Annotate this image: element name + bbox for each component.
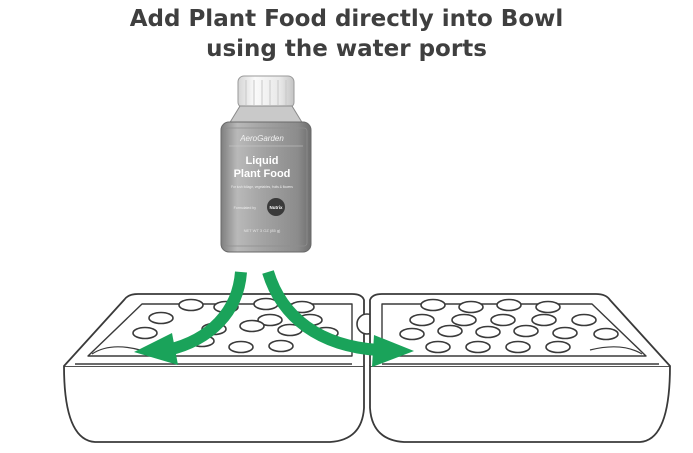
bottle-product-line-2: Plant Food: [234, 168, 291, 180]
pour-arrows: [134, 270, 414, 367]
right-bowl-deck: [381, 303, 647, 357]
left-bowl-body: [63, 365, 365, 443]
instruction-heading-line-2: using the water ports: [206, 36, 487, 62]
arrow-right-shaft: [262, 270, 379, 356]
partner-logo: [267, 198, 285, 216]
bottle-net-weight: NET WT 3 OZ (85 g): [244, 228, 281, 233]
bottle-label: [224, 127, 308, 247]
bottle-partner: Nutrix: [269, 205, 282, 210]
right-bowl-pod-holes: [399, 298, 619, 354]
bottle-fine-print: For lush foliage, vegetables, fruits & f…: [231, 185, 293, 189]
bottle-shoulder: [228, 105, 304, 125]
arrow-left-head: [134, 333, 178, 365]
bottle-body: [220, 121, 312, 253]
left-bowl-pod-holes: [132, 297, 339, 354]
bottle-brand: AeroGarden: [239, 134, 284, 143]
bottle-partner-prefix: Formulated by: [234, 206, 257, 210]
arrow-right-head: [372, 335, 414, 367]
left-water-port: [91, 346, 141, 355]
bottle-product-line-1: Liquid: [246, 155, 279, 167]
arrow-left-shaft: [166, 271, 247, 356]
left-bowl-deck: [87, 303, 353, 357]
instruction-heading-line-1: Add Plant Food directly into Bowl: [129, 6, 564, 32]
plant-food-bottle: AeroGarden Liquid Plant Food For lush fo…: [220, 75, 312, 253]
right-bowl-body: [369, 365, 671, 443]
instruction-heading: Add Plant Food directly into Bowl using …: [0, 4, 693, 64]
right-water-port: [589, 346, 643, 355]
